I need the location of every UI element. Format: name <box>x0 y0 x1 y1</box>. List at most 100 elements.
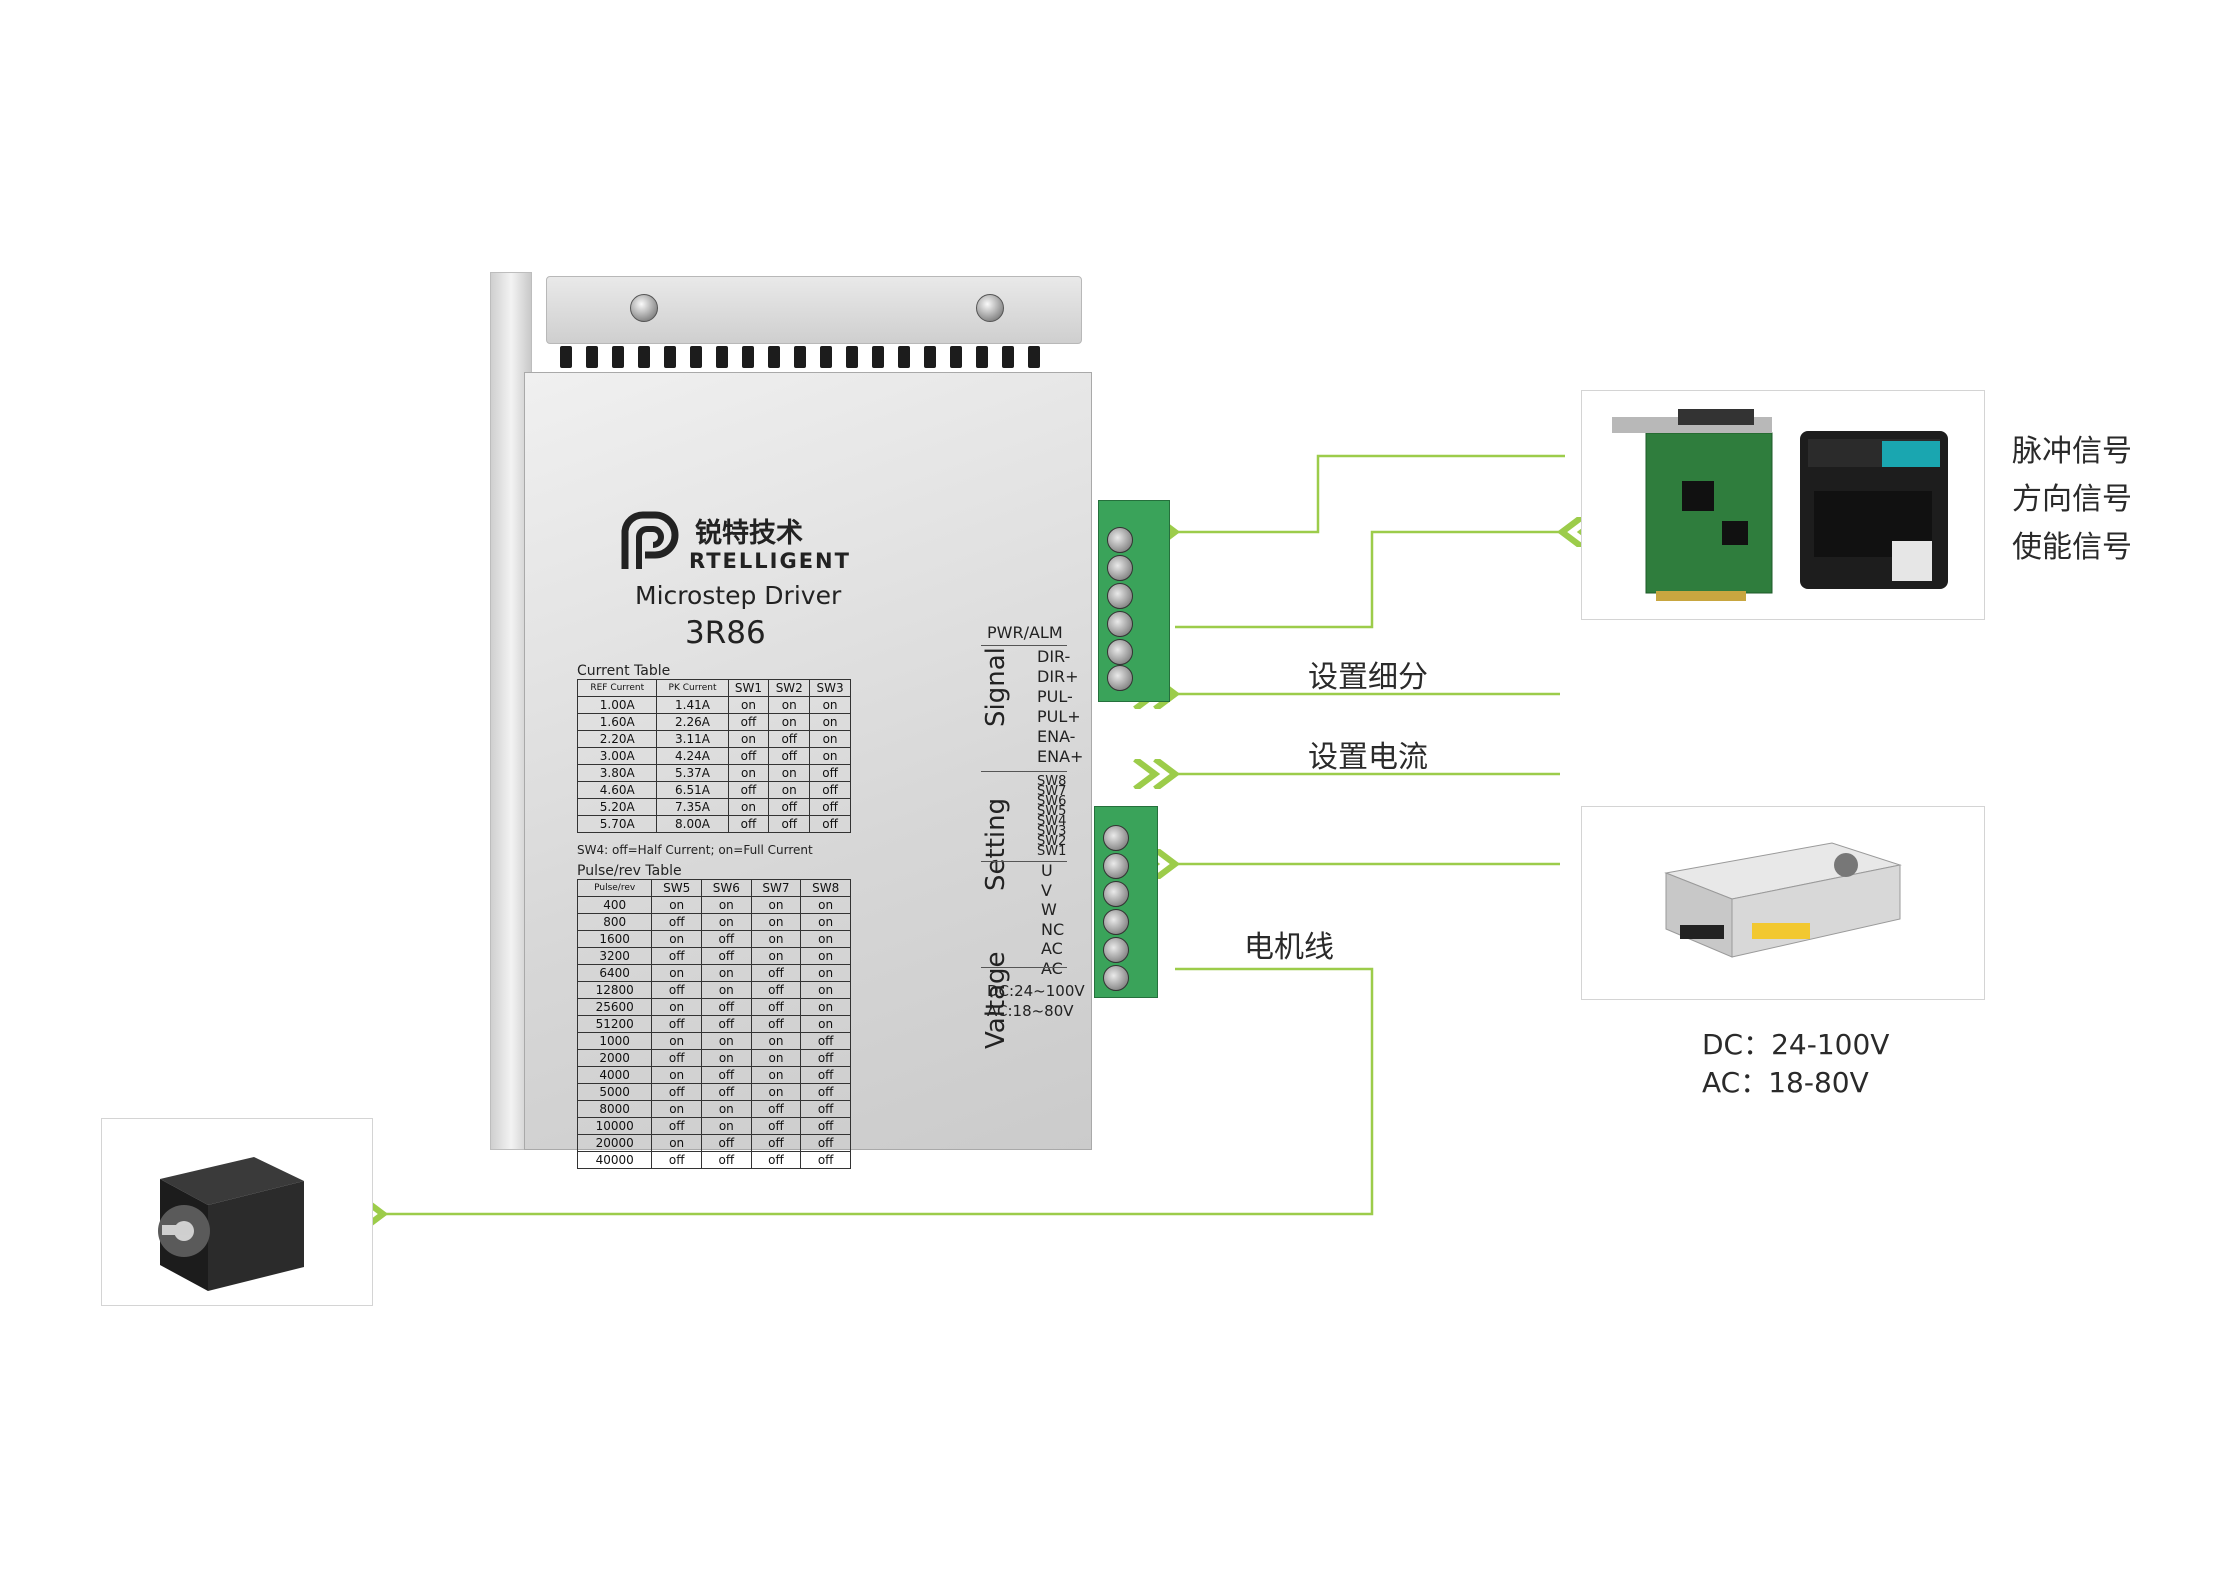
controller-signals-labels: 脉冲信号 方向信号 使能信号 <box>2012 428 2132 572</box>
stepper-motor-icon <box>158 1157 304 1291</box>
divider <box>981 645 1067 646</box>
table-cell: 1600 <box>576 930 653 948</box>
table-cell: off <box>750 1100 802 1118</box>
table-header: SW1 <box>727 679 770 697</box>
table-cell: 8000 <box>576 1100 653 1118</box>
table-cell: on <box>651 896 702 914</box>
table-cell: on <box>809 747 851 765</box>
power-terminal-block[interactable] <box>1094 806 1158 998</box>
signal-pin-label: ENA- <box>1037 727 1076 746</box>
setting-switch-label: SW1 <box>1037 844 1067 859</box>
table-cell: off <box>701 1151 752 1169</box>
power-pin-label: V <box>1041 880 1052 900</box>
table-cell: 3.80A <box>576 764 658 782</box>
table-cell: on <box>727 730 770 748</box>
table-cell: 5.20A <box>576 798 658 816</box>
signal-pin-label: ENA+ <box>1037 747 1084 766</box>
table-cell: on <box>800 896 851 914</box>
table-cell: on <box>651 930 702 948</box>
table-cell: on <box>809 730 851 748</box>
table-header: Pulse/rev <box>576 879 653 897</box>
table-cell: 20000 <box>576 1134 653 1152</box>
table-cell: 1000 <box>576 1032 653 1050</box>
vent-slots <box>560 346 1070 368</box>
current-table-note: SW4: off=Half Current; on=Full Current <box>577 843 813 857</box>
table-cell: off <box>750 1151 802 1169</box>
table-cell: on <box>809 696 851 714</box>
table-cell: 10000 <box>576 1117 653 1135</box>
table-cell: on <box>750 947 802 965</box>
table-cell: off <box>800 1032 851 1050</box>
table-cell: off <box>651 913 702 931</box>
table-cell: on <box>750 1032 802 1050</box>
table-cell: 51200 <box>576 1015 653 1033</box>
table-cell: on <box>800 930 851 948</box>
signal-pin-label: PUL+ <box>1037 707 1081 726</box>
table-cell: off <box>651 1015 702 1033</box>
wire-motor <box>383 967 1374 1214</box>
product-type: Microstep Driver <box>635 581 842 610</box>
pulse-card-icon <box>1612 409 1773 601</box>
power-pin-label: AC <box>1041 939 1063 958</box>
table-cell: on <box>651 998 702 1016</box>
signal-pin-label: DIR- <box>1037 647 1071 666</box>
table-cell: on <box>701 896 752 914</box>
table-cell: off <box>701 1015 752 1033</box>
signal-group-label: Signal <box>981 647 1011 727</box>
screw-icon <box>976 294 1004 322</box>
set-current-label: 设置电流 <box>1308 740 1428 775</box>
table-cell: on <box>800 998 851 1016</box>
table-cell: off <box>727 815 770 833</box>
table-cell: off <box>800 1151 851 1169</box>
table-header: SW5 <box>651 879 702 897</box>
table-cell: off <box>750 1117 802 1135</box>
table-cell: 12800 <box>576 981 653 999</box>
table-cell: 25600 <box>576 998 653 1016</box>
setting-switch-label: SW3 <box>1037 824 1067 839</box>
table-cell: 1.60A <box>576 713 658 731</box>
table-cell: off <box>809 815 851 833</box>
table-cell: off <box>750 998 802 1016</box>
direction-signal-label: 方向信号 <box>2012 482 2132 517</box>
brand-name-cn: 锐特技术 <box>695 518 803 549</box>
table-cell: 5.37A <box>656 764 729 782</box>
table-cell: off <box>750 1015 802 1033</box>
table-cell: on <box>701 913 752 931</box>
table-cell: off <box>750 981 802 999</box>
table-cell: off <box>768 747 811 765</box>
signal-terminal-block[interactable] <box>1098 500 1170 702</box>
table-header: SW2 <box>768 679 811 697</box>
table-cell: on <box>727 764 770 782</box>
table-cell: on <box>651 1100 702 1118</box>
table-cell: on <box>750 1066 802 1084</box>
table-cell: on <box>701 1100 752 1118</box>
model-number: 3R86 <box>685 615 766 651</box>
table-header: PK Current <box>656 679 729 697</box>
table-cell: 1.41A <box>656 696 729 714</box>
table-cell: on <box>750 896 802 914</box>
table-cell: 3.00A <box>576 747 658 765</box>
table-cell: 6400 <box>576 964 653 982</box>
voltage-note: DC:24~100V AC:18~80V <box>987 981 1085 1021</box>
table-cell: off <box>651 981 702 999</box>
table-cell: off <box>727 781 770 799</box>
setting-switch-label: SW8 <box>1037 774 1067 789</box>
table-cell: on <box>651 1066 702 1084</box>
table-cell: on <box>701 1117 752 1135</box>
table-cell: off <box>800 1083 851 1101</box>
psu-spec-ac: AC：18-80V <box>1702 1066 1869 1099</box>
table-cell: 2.26A <box>656 713 729 731</box>
table-cell: on <box>750 913 802 931</box>
brand-logo-icon <box>621 511 679 569</box>
table-cell: 2.20A <box>576 730 658 748</box>
table-cell: off <box>701 998 752 1016</box>
table-cell: off <box>809 764 851 782</box>
power-supply-image-frame <box>1581 806 1985 1000</box>
table-header: SW3 <box>809 679 851 697</box>
